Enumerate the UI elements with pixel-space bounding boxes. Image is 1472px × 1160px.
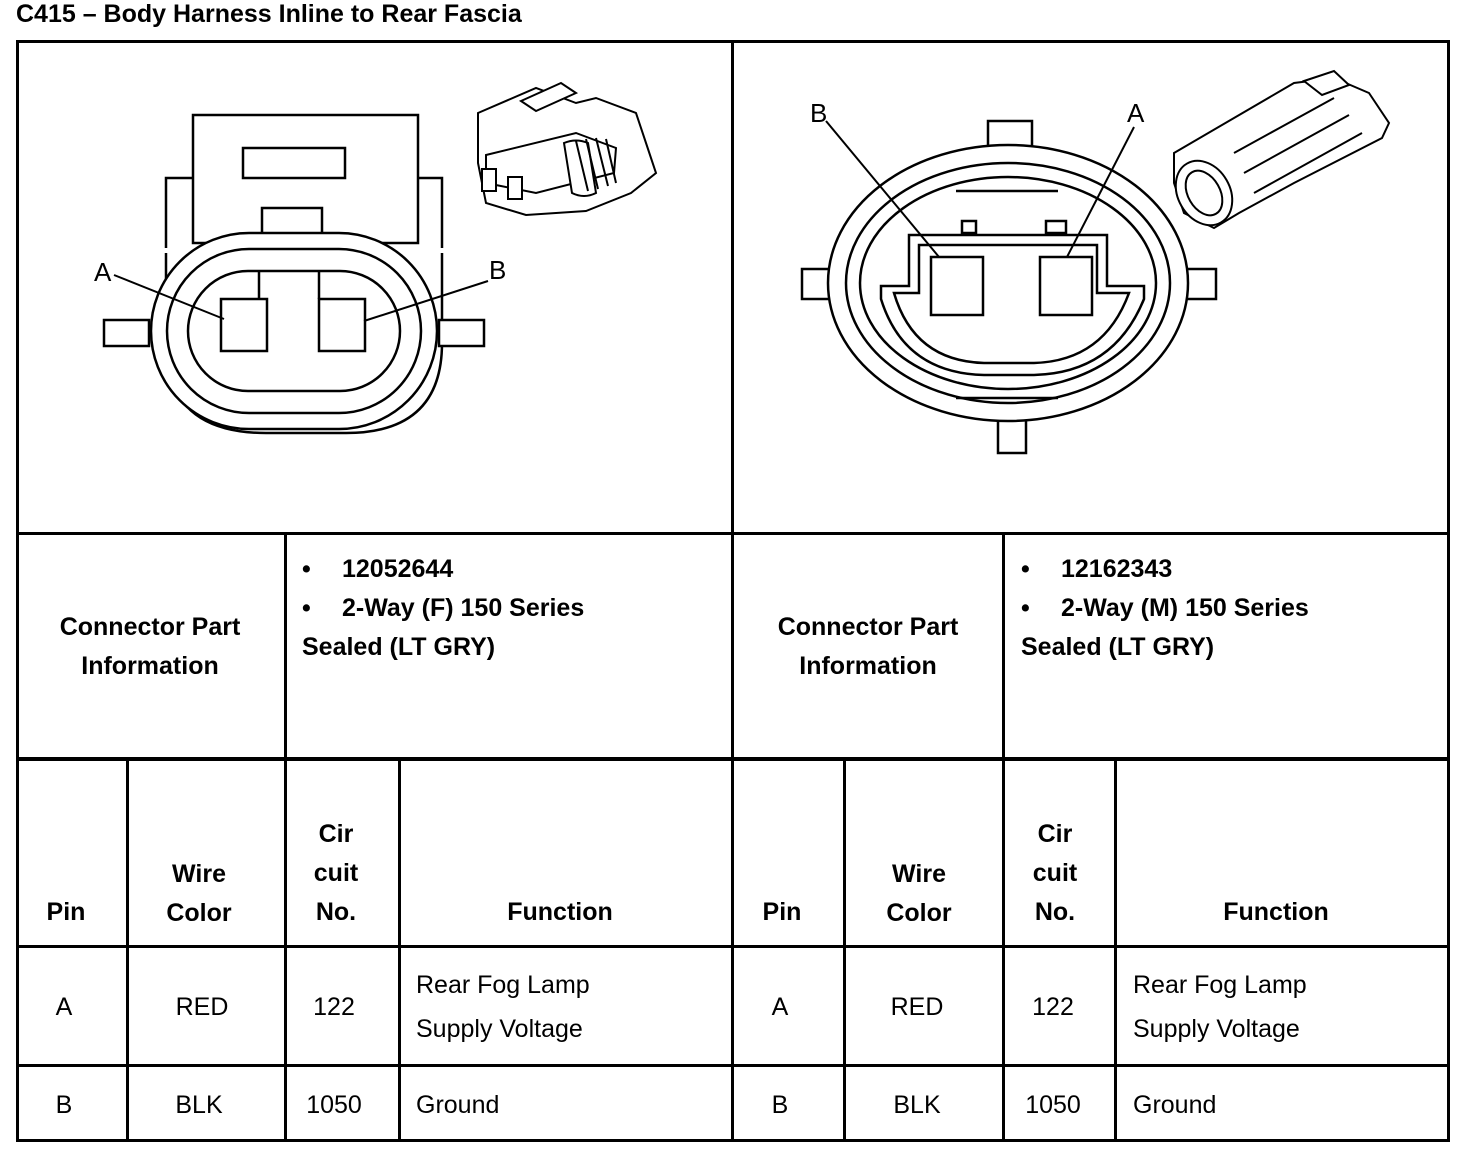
- cell-pin: A: [55, 993, 73, 1021]
- female-connector-3d-icon: [477, 81, 658, 217]
- cpi-divider: [16, 757, 1450, 761]
- header-function: Function: [507, 898, 613, 926]
- cell-circuit: 122: [313, 993, 355, 1021]
- cell-wire-color: BLK: [175, 1091, 223, 1119]
- pin-label-a: A: [94, 257, 112, 287]
- cell-circuit: 1050: [306, 1091, 362, 1119]
- cell-wire-color: BLK: [893, 1091, 941, 1119]
- connector-description: 2-Way (M) 150 Series: [1061, 594, 1309, 622]
- cell-circuit: 122: [1032, 993, 1074, 1021]
- pin-label-b: B: [810, 98, 827, 128]
- cell-wire-color: RED: [890, 993, 944, 1021]
- header-divider: [16, 945, 1450, 948]
- header-pin: Pin: [762, 898, 802, 926]
- male-connector-3d-icon: [1173, 69, 1391, 230]
- cell-function: Ground: [1133, 1091, 1217, 1119]
- part-number: 12052644: [342, 555, 454, 583]
- female-connector-face-diagram: A B: [94, 81, 658, 435]
- cpi-split-left: [284, 532, 287, 1142]
- row-divider: [16, 1064, 1450, 1067]
- col-split: [398, 757, 401, 1142]
- connector-description: 2-Way (F) 150 Series: [342, 594, 585, 622]
- cell-function: Ground: [416, 1091, 500, 1119]
- cell-pin: B: [771, 1091, 789, 1119]
- cpi-details: •12052644 •2-Way (F) 150 Series Sealed (…: [302, 550, 722, 667]
- center-divider: [731, 40, 734, 1142]
- pin-label-a: A: [1127, 98, 1145, 128]
- pin-label-b: B: [489, 255, 506, 285]
- cell-pin: B: [55, 1091, 73, 1119]
- header-function: Function: [1223, 898, 1329, 926]
- header-pin: Pin: [46, 898, 86, 926]
- col-split: [1114, 757, 1117, 1142]
- col-split: [126, 757, 129, 1142]
- cpi-label: Connector Part Information: [777, 613, 959, 680]
- col-split: [843, 757, 846, 1142]
- cell-circuit: 1050: [1025, 1091, 1081, 1119]
- cpi-split-right: [1002, 532, 1005, 1142]
- part-number: 12162343: [1061, 555, 1173, 583]
- cell-wire-color: RED: [175, 993, 229, 1021]
- cpi-label: Connector Part Information: [59, 613, 241, 680]
- connector-description-cont: Sealed (LT GRY): [1021, 633, 1215, 661]
- connector-description-cont: Sealed (LT GRY): [302, 633, 496, 661]
- cpi-details: •12162343 •2-Way (M) 150 Series Sealed (…: [1021, 550, 1441, 667]
- diagram-divider: [16, 532, 1450, 535]
- male-connector-face-diagram: B A: [800, 69, 1391, 455]
- cell-pin: A: [771, 993, 789, 1021]
- page-title: C415 – Body Harness Inline to Rear Fasci…: [16, 0, 522, 28]
